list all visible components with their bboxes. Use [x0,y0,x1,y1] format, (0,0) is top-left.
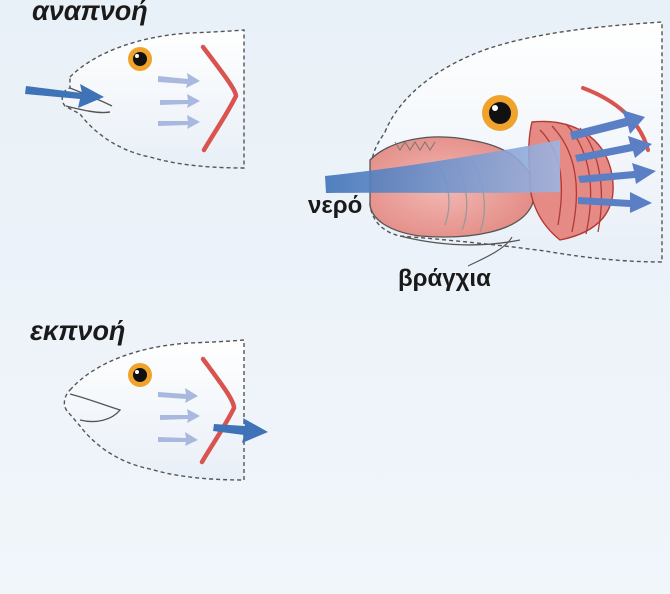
gills-label: βράγχια [398,265,491,293]
fish-head-outline [64,340,244,480]
large-fish-detail [325,22,662,266]
large-eye [482,95,518,131]
eye [128,47,152,71]
exhalation-label: εκπνοή [30,316,125,347]
eye [128,363,152,387]
inhalation-label: αναπνοή [32,0,148,27]
small-fish-inhale [25,30,244,168]
water-label: νερό [308,192,362,220]
small-fish-exhale [64,340,268,480]
